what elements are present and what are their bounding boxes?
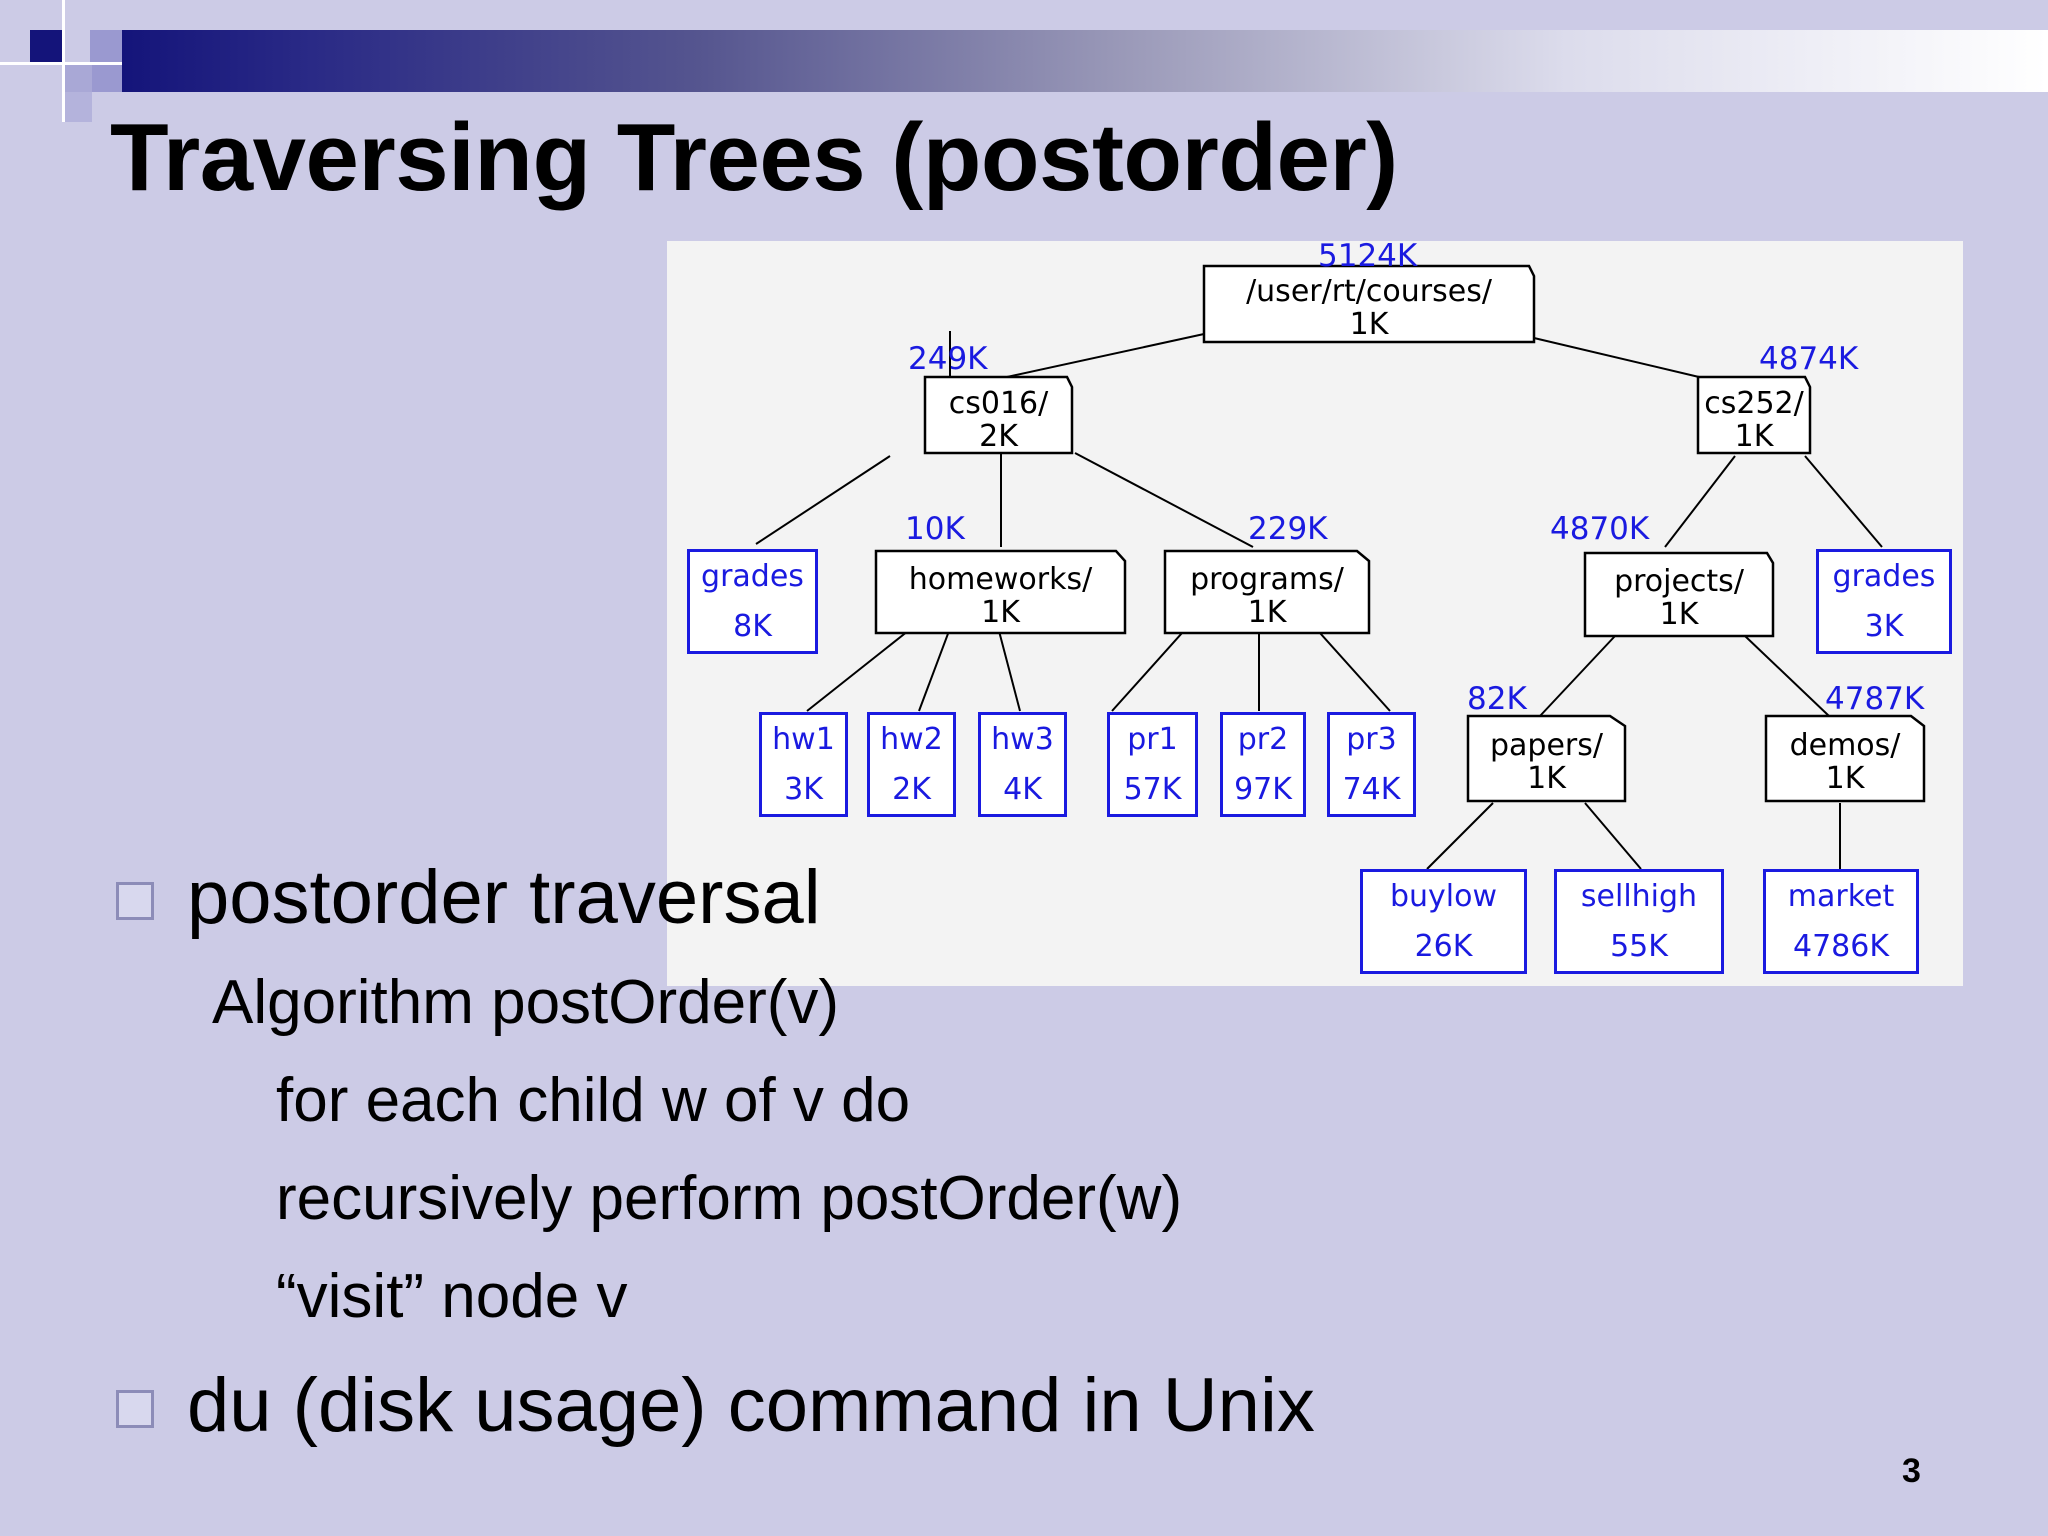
file-size: 74K bbox=[1342, 772, 1401, 807]
file-size: 4786K bbox=[1792, 929, 1890, 964]
dir-node-cs016: cs016/ 2K bbox=[925, 383, 1072, 453]
file-node-hw1: hw1 3K bbox=[759, 712, 848, 817]
dir-own-size: 1K bbox=[1247, 595, 1287, 630]
file-name: sellhigh bbox=[1580, 879, 1698, 914]
file-node-grades-cs252: grades 3K bbox=[1816, 549, 1952, 654]
dir-node-cs252: cs252/ 1K bbox=[1698, 383, 1810, 453]
file-node-hw2: hw2 2K bbox=[867, 712, 956, 817]
size-label-root: 5124K bbox=[1318, 238, 1418, 274]
algorithm-line-1: for each child w of v do bbox=[276, 1066, 911, 1135]
file-name: hw3 bbox=[991, 722, 1054, 757]
file-size: 4K bbox=[1003, 772, 1042, 807]
file-size: 3K bbox=[1864, 609, 1904, 644]
bullet-square-icon bbox=[116, 882, 154, 920]
bullet-postorder-traversal: postorder traversal bbox=[187, 855, 821, 940]
decorative-line bbox=[0, 62, 122, 65]
file-size: 2K bbox=[892, 772, 931, 807]
node-outline-cs252 bbox=[1696, 375, 1812, 455]
file-node-sellhigh: sellhigh 55K bbox=[1554, 869, 1724, 974]
size-label-projects: 4870K bbox=[1550, 511, 1650, 547]
dir-name: demos/ bbox=[1789, 728, 1901, 763]
node-outline-root bbox=[1202, 264, 1536, 344]
dir-name: projects/ bbox=[1614, 564, 1744, 599]
dir-name: papers/ bbox=[1490, 728, 1603, 763]
directory-tree-figure: 5124K 249K 4874K 10K 229K 4870K 82K 4787… bbox=[667, 241, 1963, 986]
file-node-buylow: buylow 26K bbox=[1360, 869, 1527, 974]
header-gradient-bar bbox=[120, 30, 2048, 92]
file-name: pr3 bbox=[1346, 722, 1397, 757]
node-outline-cs016 bbox=[923, 375, 1074, 455]
decorative-line bbox=[62, 0, 65, 122]
size-label-cs252: 4874K bbox=[1759, 341, 1859, 377]
file-name: hw2 bbox=[880, 722, 943, 757]
bullet-square-icon bbox=[116, 1390, 154, 1428]
node-outline-homeworks bbox=[874, 549, 1127, 635]
dir-node-projects: projects/ 1K bbox=[1585, 561, 1773, 631]
dir-node-demos: demos/ 1K bbox=[1766, 725, 1924, 795]
dir-own-size: 1K bbox=[1734, 419, 1774, 454]
file-node-pr1: pr1 57K bbox=[1107, 712, 1198, 817]
dir-own-size: 1K bbox=[981, 595, 1020, 630]
decorative-square bbox=[62, 62, 92, 92]
dir-node-programs: programs/ 1K bbox=[1165, 559, 1369, 629]
algorithm-header: Algorithm postOrder(v) bbox=[212, 968, 840, 1037]
file-node-pr2: pr2 97K bbox=[1220, 712, 1306, 817]
file-size: 3K bbox=[784, 772, 823, 807]
size-label-demos: 4787K bbox=[1825, 681, 1925, 717]
node-outline-papers bbox=[1466, 714, 1627, 803]
file-node-pr3: pr3 74K bbox=[1327, 712, 1416, 817]
dir-node-papers: papers/ 1K bbox=[1468, 725, 1625, 795]
dir-name: cs252/ bbox=[1704, 386, 1804, 421]
file-name: buylow bbox=[1389, 879, 1498, 914]
algorithm-line-2: recursively perform postOrder(w) bbox=[276, 1164, 1183, 1233]
dir-name: /user/rt/courses/ bbox=[1246, 274, 1492, 309]
file-node-hw3: hw3 4K bbox=[978, 712, 1067, 817]
slide-title: Traversing Trees (postorder) bbox=[110, 104, 1398, 211]
file-size: 26K bbox=[1414, 929, 1473, 964]
size-label-papers: 82K bbox=[1467, 681, 1527, 717]
size-label-programs: 229K bbox=[1248, 511, 1328, 547]
dir-name: cs016/ bbox=[948, 386, 1049, 421]
node-outline-projects bbox=[1583, 551, 1775, 638]
dir-own-size: 1K bbox=[1527, 761, 1566, 796]
size-label-cs016: 249K bbox=[908, 341, 988, 377]
file-size: 57K bbox=[1123, 772, 1182, 807]
page-number: 3 bbox=[1902, 1452, 1921, 1490]
file-name: grades bbox=[701, 559, 804, 594]
file-size: 97K bbox=[1234, 772, 1292, 807]
dir-node-root: /user/rt/courses/ 1K bbox=[1204, 271, 1534, 341]
dir-own-size: 2K bbox=[979, 419, 1018, 454]
dir-own-size: 1K bbox=[1349, 307, 1389, 342]
dir-node-homeworks: homeworks/ 1K bbox=[876, 559, 1125, 629]
node-outline-demos bbox=[1764, 714, 1926, 803]
file-name: market bbox=[1787, 879, 1895, 914]
file-node-grades-cs016: grades 8K bbox=[687, 549, 818, 654]
file-size: 55K bbox=[1610, 929, 1668, 964]
dir-own-size: 1K bbox=[1659, 597, 1699, 632]
bullet-du-command: du (disk usage) command in Unix bbox=[187, 1363, 1315, 1448]
file-size: 8K bbox=[733, 609, 772, 644]
file-name: hw1 bbox=[772, 722, 835, 757]
file-node-market: market 4786K bbox=[1763, 869, 1919, 974]
decorative-square bbox=[30, 30, 62, 62]
size-label-homeworks: 10K bbox=[905, 511, 965, 547]
file-name: pr1 bbox=[1127, 722, 1178, 757]
file-name: grades bbox=[1832, 559, 1936, 594]
tree-edges bbox=[755, 264, 1926, 870]
dir-own-size: 1K bbox=[1825, 761, 1865, 796]
decorative-square bbox=[90, 30, 122, 92]
node-outline-programs bbox=[1163, 549, 1371, 635]
dir-name: programs/ bbox=[1190, 562, 1344, 597]
algorithm-line-3: “visit” node v bbox=[276, 1262, 628, 1331]
decorative-square bbox=[62, 92, 92, 122]
dir-name: homeworks/ bbox=[908, 562, 1093, 597]
file-name: pr2 bbox=[1237, 722, 1289, 757]
